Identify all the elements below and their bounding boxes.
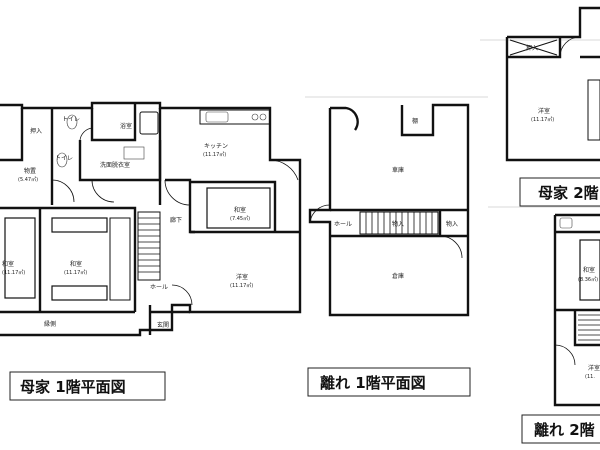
- label-washitsu-left-size: (11.17㎡): [2, 269, 25, 276]
- stove-burner-icon: [251, 113, 259, 121]
- label-toilet-2: トイレ: [55, 155, 73, 162]
- label-2f-oshiire: 押入: [526, 44, 538, 52]
- door-swing: [171, 284, 193, 306]
- main-1f-wall: [90, 103, 137, 142]
- label-annex-hall: ホール: [334, 221, 352, 228]
- label-washroom: 洗面脱衣室: [100, 161, 130, 169]
- door-swing: [51, 179, 75, 203]
- label-annex-2f-washitsu-size: (8.36㎡): [578, 276, 598, 283]
- tatami-mat: [206, 187, 271, 229]
- door-swing: [164, 179, 191, 206]
- label-yoshitsu: 洋室: [236, 273, 248, 281]
- label-kitchen: キッチン: [204, 143, 228, 150]
- annex-1f-stairs: [359, 211, 439, 235]
- door-swing: [559, 36, 581, 58]
- main-1f-stairs: [137, 211, 161, 281]
- title-box-main-1f: [9, 371, 166, 401]
- annex-1f-wall: [330, 106, 359, 131]
- main-1f-wall: [0, 108, 24, 162]
- main-1f-outer-wall: [0, 101, 302, 337]
- label-garage: 車庫: [392, 166, 404, 174]
- label-hall: ホール: [150, 284, 168, 291]
- washbasin-icon: [559, 217, 573, 229]
- label-annex-2f-room2: 洋室: [588, 364, 600, 372]
- main-1f-wall: [0, 206, 137, 312]
- toilet-icon: [66, 114, 78, 130]
- annex-1f-plan: 棚 車庫 ホール 物入 物入 倉庫: [308, 103, 470, 317]
- label-engawa: 縁側: [44, 320, 56, 328]
- main-2f-wall: [505, 37, 600, 162]
- label-bath: 浴室: [120, 122, 132, 130]
- tatami-mat: [51, 217, 108, 233]
- label-toilet: トイレ: [62, 116, 80, 123]
- title-box-main-2f: [519, 177, 600, 207]
- label-genkan: 玄関: [157, 321, 169, 329]
- annex-2f-stairs: [578, 314, 600, 341]
- door-swing: [554, 344, 576, 366]
- label-closet: 棚: [412, 117, 418, 125]
- kitchen-counter: [199, 109, 271, 125]
- main-house-1f-plan: 押入 トイレ トイレ 物置 (5.47㎡) 浴室 洗面脱衣室 キッチン (11.…: [0, 101, 302, 337]
- main-1f-wall: [190, 180, 277, 232]
- door-swing: [79, 127, 93, 141]
- title-box-annex-1f: [307, 367, 471, 397]
- label-warehouse: 倉庫: [392, 272, 404, 280]
- main-house-2f-plan: 押入 洋室 (11.17㎡): [505, 6, 600, 162]
- closet-cross-mark: [509, 39, 558, 56]
- label-washitsu-mid: 和室: [70, 260, 82, 268]
- title-box-annex-2f: [521, 414, 600, 444]
- label-washitsu-small: 和室: [234, 206, 246, 214]
- tatami-mat: [51, 285, 108, 301]
- annex-2f-wall: [553, 215, 600, 407]
- annex-2f-plan: 和室 (8.36㎡) 洋室 (11.: [553, 213, 600, 407]
- main-2f-wall: [507, 6, 600, 39]
- title-annex-2f: 離れ 2階: [534, 421, 595, 439]
- label-annex-2f-room2-size: (11.: [585, 374, 595, 380]
- label-2f-yoshitsu-size: (11.17㎡): [531, 116, 554, 123]
- label-annex-hall-2: 物入: [392, 220, 404, 228]
- door-swing: [439, 235, 463, 259]
- title-main-1f: 母家 1階平面図: [20, 378, 126, 396]
- label-washitsu-mid-size: (11.17㎡): [64, 269, 87, 276]
- toilet-icon: [56, 152, 68, 168]
- door-swing: [91, 179, 115, 203]
- label-annex-storage: 物入: [446, 220, 458, 228]
- main-1f-wall: [165, 178, 195, 234]
- title-main-2f: 母家 2階: [538, 184, 599, 202]
- label-yoshitsu-size: (11.17㎡): [230, 282, 253, 289]
- label-kitchen-size: (11.17㎡): [203, 151, 226, 158]
- label-corridor: 廊下: [170, 216, 182, 224]
- washbasin-icon: [123, 146, 145, 160]
- label-2f-yoshitsu: 洋室: [538, 107, 550, 115]
- annex-2f-wall: [573, 310, 600, 347]
- annex-1f-outer-wall: [308, 103, 470, 317]
- title-annex-1f: 離れ 1階平面図: [320, 374, 426, 392]
- label-storage-size: (5.47㎡): [18, 176, 38, 183]
- label-washitsu-small-size: (7.45㎡): [230, 215, 250, 222]
- label-oshiire: 押入: [30, 127, 42, 135]
- tatami-mat: [4, 217, 36, 299]
- main-1f-wall: [78, 140, 162, 182]
- label-annex-2f-washitsu: 和室: [583, 266, 595, 274]
- door-swing: [309, 204, 331, 223]
- door-swing: [269, 159, 299, 181]
- label-washitsu-left: 和室: [2, 260, 14, 268]
- tatami-mat: [579, 239, 600, 301]
- bathtub-icon: [139, 111, 159, 135]
- label-storage: 物置: [24, 167, 36, 175]
- stove-burner-icon: [259, 113, 267, 121]
- sink-icon: [205, 111, 229, 123]
- shelf: [587, 79, 600, 141]
- closet-shelf: [109, 217, 131, 301]
